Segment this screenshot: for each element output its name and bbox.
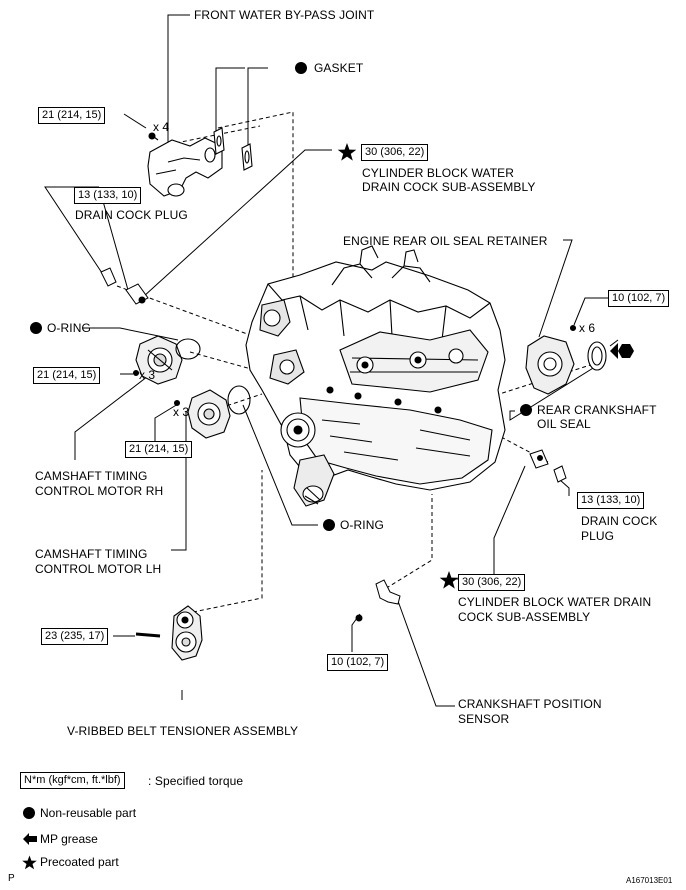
multiplier-bypass-joint: x 4	[153, 120, 170, 134]
mp-grease-arrow-icon	[23, 833, 37, 845]
label-o-ring-1: O-RING	[47, 321, 91, 335]
dash-cam-rh	[189, 351, 263, 373]
legend-mp-grease-text: MP grease	[40, 832, 98, 846]
label-crankshaft-position-sensor-b: SENSOR	[458, 712, 510, 726]
leader-gasket-1	[215, 67, 245, 138]
leader-bypass-torque	[123, 113, 147, 129]
leader-crank-sensor	[397, 600, 455, 707]
torque-box-camshaft-rh: 21 (214, 15)	[33, 367, 101, 384]
non-reusable-icon	[520, 404, 532, 416]
engine-block	[245, 245, 506, 507]
multiplier-camshaft-lh: x 3	[173, 405, 190, 419]
mp-grease-arrow-icon	[610, 343, 634, 359]
legend-precoated-row: Precoated part	[22, 855, 222, 871]
dash-crank	[379, 494, 433, 593]
torque-box-camshaft-lh: 21 (214, 15)	[125, 441, 193, 458]
drain-cock-left-part	[100, 267, 149, 305]
dash-tensioner	[192, 470, 263, 613]
legend-torque-row: N*m (kgf*cm, ft.*lbf) : Specified torque	[20, 772, 320, 789]
non-reusable-icon	[295, 62, 307, 74]
label-cyl-block-drain-cock-2b: COCK SUB-ASSEMBLY	[458, 610, 591, 624]
leader-bypass-joint	[167, 14, 190, 151]
label-cyl-block-drain-cock-1a: CYLINDER BLOCK WATER	[362, 166, 515, 180]
label-engine-rear-oil-seal-retainer: ENGINE REAR OIL SEAL RETAINER	[343, 234, 548, 248]
leader-cam-lh	[171, 411, 187, 551]
leader-cam-rh	[74, 369, 157, 460]
corner-mark-p: P	[8, 873, 15, 884]
legend-torque-box: N*m (kgf*cm, ft.*lbf)	[20, 772, 125, 789]
legend-mp-grease-row: MP grease	[22, 832, 222, 848]
precoated-icon	[439, 571, 459, 589]
leader-rear-oil-seal	[509, 359, 607, 421]
figure-code: A167013E01	[626, 876, 673, 885]
torque-box-rear-retainer: 10 (102, 7)	[608, 290, 670, 307]
camshaft-motor-rh-part	[132, 335, 201, 385]
legend-precoated-text: Precoated part	[40, 855, 119, 869]
label-camshaft-motor-lh-a: CAMSHAFT TIMING	[35, 547, 148, 561]
label-drain-cock-plug-2b: PLUG	[581, 529, 615, 543]
torque-box-drain-cock-plug-2: 13 (133, 10)	[577, 492, 645, 509]
leader-drain-plug-1b	[98, 186, 129, 291]
non-reusable-icon	[30, 322, 42, 334]
leader-rear-retainer	[538, 239, 573, 338]
label-o-ring-2: O-RING	[340, 518, 384, 532]
torque-box-crank-sensor: 10 (102, 7)	[327, 654, 389, 671]
rear-oil-seal-retainer-part	[525, 324, 607, 395]
legend-non-reusable-text: Non-reusable part	[40, 806, 137, 820]
non-reusable-icon	[323, 519, 335, 531]
label-cyl-block-drain-cock-1b: DRAIN COCK SUB-ASSEMBLY	[362, 180, 536, 194]
leader-rear-torque	[573, 297, 608, 326]
torque-box-bypass-joint: 21 (214, 15)	[38, 107, 106, 124]
leader-oring-2	[242, 404, 318, 526]
label-vribbed-belt-tensioner: V-RIBBED BELT TENSIONER ASSEMBLY	[67, 724, 299, 738]
leader-drain-sub-1	[142, 149, 332, 298]
label-cyl-block-drain-cock-2a: CYLINDER BLOCK WATER DRAIN	[458, 595, 652, 609]
drain-cock-right-part	[529, 449, 567, 483]
legend-non-reusable-row: Non-reusable part	[22, 806, 222, 822]
vribbed-belt-tensioner-part	[135, 605, 203, 661]
non-reusable-icon	[23, 807, 35, 819]
front-water-bypass-joint-part	[147, 127, 253, 197]
leader-cam-lh-torque	[154, 403, 179, 441]
label-drain-cock-plug-1: DRAIN COCK PLUG	[75, 208, 188, 222]
multiplier-rear-retainer: x 6	[579, 321, 596, 335]
precoated-icon	[337, 143, 357, 161]
label-front-water-bypass-joint: FRONT WATER BY-PASS JOINT	[194, 8, 375, 22]
leader-gasket-2	[247, 67, 268, 148]
torque-box-drain-cock-sub-2: 30 (306, 22)	[458, 574, 526, 591]
leader-drain-plug-2	[559, 479, 570, 496]
label-drain-cock-plug-2a: DRAIN COCK	[581, 514, 658, 528]
label-camshaft-motor-rh-b: CONTROL MOTOR RH	[35, 484, 164, 498]
label-camshaft-motor-rh-a: CAMSHAFT TIMING	[35, 469, 148, 483]
precoated-icon	[22, 855, 37, 870]
label-rear-crankshaft-oil-seal-b: OIL SEAL	[537, 417, 591, 431]
crankshaft-position-sensor-part	[355, 579, 401, 622]
torque-box-drain-cock-plug-1: 13 (133, 10)	[74, 187, 142, 204]
label-crankshaft-position-sensor-a: CRANKSHAFT POSITION	[458, 697, 602, 711]
leader-mp-grease	[609, 339, 619, 347]
torque-box-drain-cock-sub-1: 30 (306, 22)	[361, 144, 429, 161]
camshaft-motor-lh-part	[173, 385, 251, 439]
label-camshaft-motor-lh-b: CONTROL MOTOR LH	[35, 562, 162, 576]
label-rear-crankshaft-oil-seal-a: REAR CRANKSHAFT	[537, 403, 657, 417]
label-gasket: GASKET	[314, 61, 364, 75]
legend-torque-text: : Specified torque	[148, 774, 244, 788]
multiplier-camshaft-rh: x 3	[139, 368, 156, 382]
torque-box-tensioner: 23 (235, 17)	[41, 628, 109, 645]
